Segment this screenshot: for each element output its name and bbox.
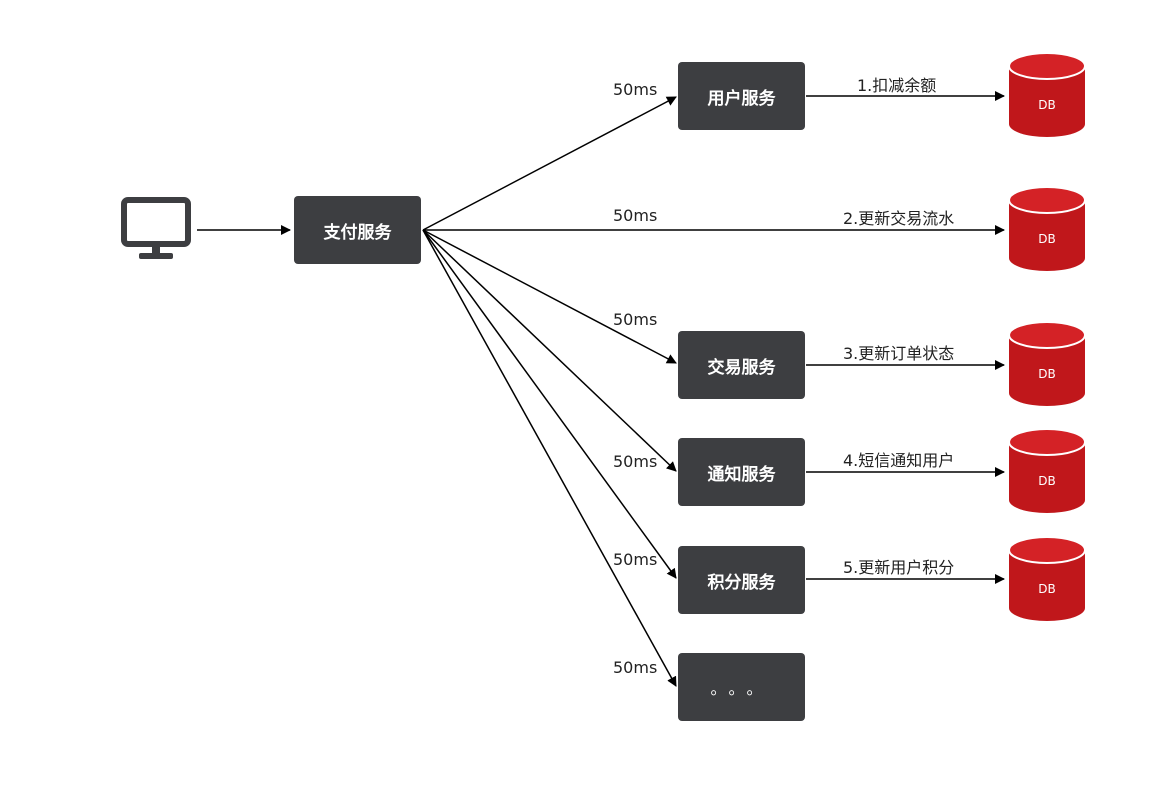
latency-label: 50ms — [613, 80, 658, 99]
latency-label: 50ms — [613, 658, 658, 677]
more-services-box: 。。。 — [678, 653, 805, 721]
database-label: DB — [1038, 98, 1056, 112]
action-label: 4.短信通知用户 — [843, 451, 955, 470]
payment-service-label: 支付服务 — [323, 222, 392, 243]
database-label: DB — [1038, 474, 1056, 488]
payment-service-box: 支付服务 — [294, 196, 421, 264]
more-services-label: 。。。 — [710, 679, 773, 698]
user-service-label: 用户服务 — [707, 88, 776, 109]
notify-service-box: 通知服务 — [678, 438, 805, 506]
action-label: 5.更新用户积分 — [843, 558, 955, 577]
database-label: DB — [1038, 367, 1056, 381]
database-label: DB — [1038, 232, 1056, 246]
action-label: 2.更新交易流水 — [843, 209, 955, 228]
points-service-box: 积分服务 — [678, 546, 805, 614]
latency-label: 50ms — [613, 206, 658, 225]
user-service-box: 用户服务 — [678, 62, 805, 130]
latency-label: 50ms — [613, 452, 658, 471]
payment-to-more-arrow — [422, 229, 677, 687]
action-label: 3.更新订单状态 — [843, 344, 955, 363]
database-icon: DB — [1008, 186, 1086, 272]
action-label: 1.扣减余额 — [857, 76, 937, 95]
latency-label: 50ms — [613, 550, 658, 569]
trade-service-label: 交易服务 — [707, 357, 776, 378]
database-icon: DB — [1008, 321, 1086, 407]
payment-to-points-service-arrow — [422, 229, 677, 579]
database-label: DB — [1038, 582, 1056, 596]
database-icon: DB — [1008, 428, 1086, 514]
points-service-label: 积分服务 — [707, 572, 776, 593]
payment-to-user-service-arrow — [422, 96, 677, 231]
trade-service-box: 交易服务 — [678, 331, 805, 399]
notify-service-label: 通知服务 — [707, 464, 776, 485]
payment-to-trade-service-arrow — [422, 229, 677, 364]
database-icon: DB — [1008, 52, 1086, 138]
latency-label: 50ms — [613, 310, 658, 329]
payment-to-notify-service-arrow — [422, 229, 677, 472]
monitor-icon — [121, 197, 191, 261]
database-icon: DB — [1008, 536, 1086, 622]
